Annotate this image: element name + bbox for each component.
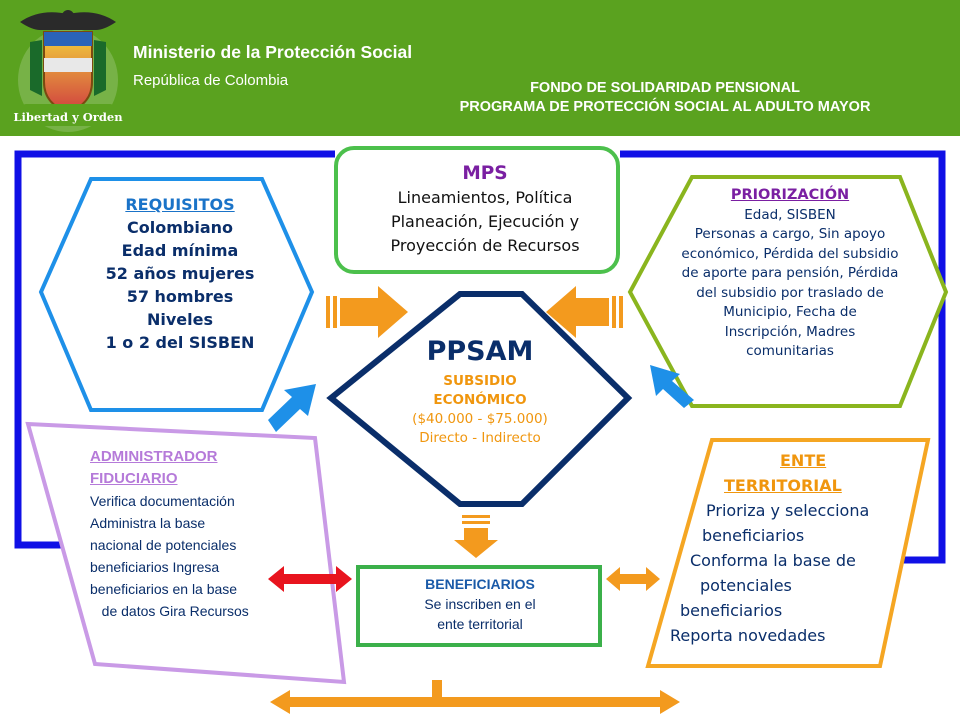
administrador-parallelogram — [25, 421, 347, 685]
priorizacion-line: de aporte para pensión, Pérdida — [681, 265, 899, 281]
priorizacion-line: comunitarias — [746, 343, 834, 359]
requisitos-line: Niveles — [146, 310, 213, 329]
fund-title-line: FONDO DE SOLIDARIDAD PENSIONAL — [530, 80, 800, 96]
administrador-title: FIDUCIARIO — [90, 470, 178, 487]
ministry-name: Ministerio de la Protección Social — [133, 42, 413, 62]
ente-line: Reporta novedades — [670, 626, 826, 645]
mps-text: MPS Lineamientos, Política Planeación, E… — [340, 162, 630, 258]
ppsam-subtitle: SUBSIDIO — [443, 373, 517, 389]
ente-text: ENTE TERRITORIAL Prioriza y selecciona b… — [660, 448, 869, 648]
mps-line: Proyección de Recursos — [390, 236, 580, 255]
mps-box — [334, 146, 620, 274]
ente-title: ENTE — [780, 451, 827, 470]
priorizacion-hexagon — [627, 175, 949, 408]
administrador-line: beneficiarios Ingresa — [90, 559, 220, 575]
administrador-line: nacional de potenciales — [90, 537, 237, 553]
administrador-line: Administra la base — [90, 515, 206, 531]
requisitos-line: 57 hombres — [126, 287, 234, 306]
arrow-priorizacion-to-ppsam — [546, 286, 623, 338]
requisitos-hexagon — [38, 177, 315, 412]
arrow-bottom-bidirectional — [270, 680, 680, 714]
ente-line: potenciales — [700, 576, 792, 595]
requisitos-line: 1 o 2 del SISBEN — [105, 333, 255, 352]
administrador-title: ADMINISTRADOR — [90, 448, 218, 465]
requisitos-text: REQUISITOS Colombiano Edad mínima 52 año… — [60, 193, 300, 354]
priorizacion-text: PRIORIZACIÓN Edad, SISBEN Personas a car… — [640, 186, 940, 362]
arrow-beneficiarios-ente — [606, 567, 660, 591]
ppsam-amount: ($40.000 - $75.000) — [412, 411, 548, 427]
ministry-country: República de Colombia — [133, 72, 289, 89]
administrador-line: beneficiarios en la base — [90, 581, 238, 597]
mps-line: Lineamientos, Política — [397, 188, 573, 207]
ente-line: Prioriza y selecciona — [706, 501, 870, 520]
arrow-ente-to-priorizacion — [650, 365, 694, 408]
administrador-text: ADMINISTRADOR FIDUCIARIO Verifica docume… — [90, 446, 249, 622]
ppsam-mode: Directo - Indirecto — [419, 430, 541, 446]
beneficiarios-box — [356, 565, 602, 647]
ente-line: beneficiarios — [680, 601, 783, 620]
administrador-line: Verifica documentación — [90, 493, 235, 509]
requisitos-line: Colombiano — [127, 218, 233, 237]
beneficiarios-text: BENEFICIARIOS Se inscriben en el ente te… — [360, 574, 600, 634]
coat-of-arms-logo — [18, 10, 118, 132]
requisitos-line: 52 años mujeres — [105, 264, 255, 283]
shield-motto: Libertad y Orden — [13, 110, 123, 124]
ppsam-title: PPSAM — [426, 336, 534, 367]
mps-line: Planeación, Ejecución y — [390, 212, 580, 231]
arrow-ppsam-to-beneficiarios — [454, 515, 498, 558]
priorizacion-line: Edad, SISBEN — [744, 206, 836, 223]
ente-parallelogram — [645, 438, 931, 668]
ppsam-text: PPSAM SUBSIDIO ECONÓMICO ($40.000 - $75.… — [330, 332, 630, 448]
priorizacion-line: económico, Pérdida del subsidio — [681, 245, 899, 262]
administrador-line: de datos Gira Recursos — [90, 603, 249, 619]
beneficiarios-title: BENEFICIARIOS — [425, 576, 535, 592]
mps-title: MPS — [462, 163, 508, 184]
ppsam-diamond — [326, 291, 633, 507]
ente-line: beneficiarios — [702, 526, 805, 545]
ppsam-subtitle: ECONÓMICO — [433, 392, 527, 408]
priorizacion-title: PRIORIZACIÓN — [730, 187, 850, 203]
fund-title-line: PROGRAMA DE PROTECCIÓN SOCIAL AL ADULTO … — [459, 99, 871, 115]
ente-line: Conforma la base de — [690, 551, 856, 570]
ente-title: TERRITORIAL — [724, 476, 842, 495]
arrow-administrador-to-requisitos — [268, 384, 316, 432]
header-bar — [0, 0, 960, 136]
priorizacion-line: del subsidio por traslado de — [696, 284, 884, 301]
beneficiarios-line: Se inscriben en el — [424, 596, 536, 612]
fund-title: FONDO DE SOLIDARIDAD PENSIONAL PROGRAMA … — [400, 79, 930, 117]
requisitos-title: REQUISITOS — [125, 195, 235, 214]
priorizacion-line: Municipio, Fecha de — [723, 304, 857, 320]
priorizacion-line: Personas a cargo, Sin apoyo — [694, 226, 886, 242]
arrow-administrador-beneficiarios — [268, 566, 352, 592]
requisitos-line: Edad mínima — [121, 241, 239, 260]
beneficiarios-line: ente territorial — [437, 616, 523, 632]
arrow-requisitos-to-ppsam — [326, 286, 408, 338]
priorizacion-line: Inscripción, Madres — [724, 323, 856, 340]
